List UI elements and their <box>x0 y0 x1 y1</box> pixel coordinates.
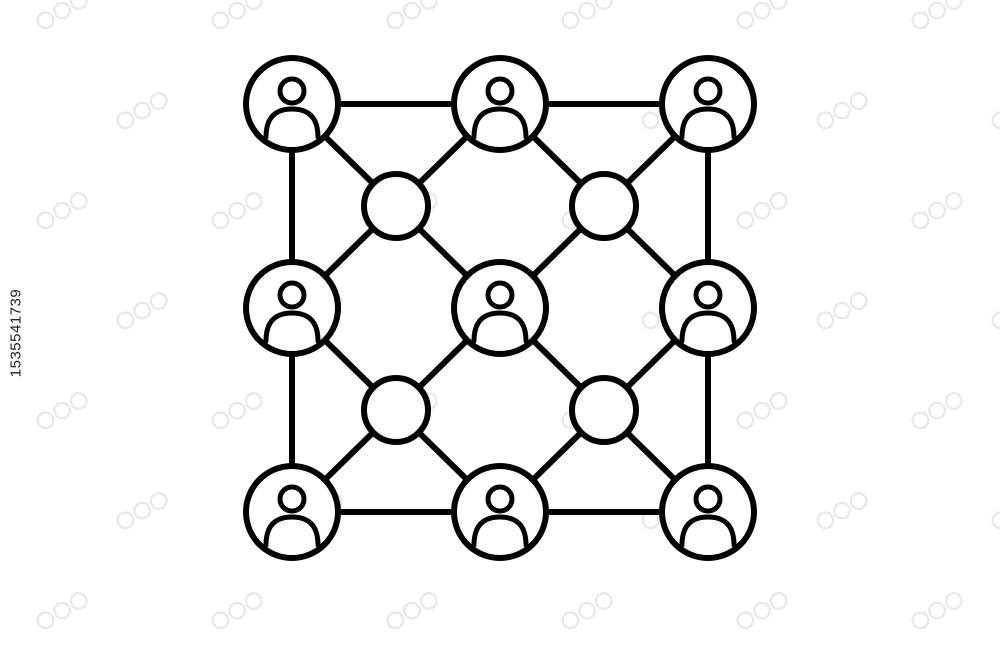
watermark-mark: ○○○ <box>31 0 93 35</box>
watermark-mark: ○○○ <box>731 0 793 35</box>
avatar-body <box>263 514 321 548</box>
user-avatar-icon <box>243 259 341 357</box>
user-avatar-icon <box>243 55 341 153</box>
user-avatar-icon <box>451 259 549 357</box>
watermark-mark: ○○○ <box>731 185 793 235</box>
watermark-mark: ○○○ <box>906 585 968 635</box>
avatar-body <box>471 310 529 344</box>
watermark-mark: ○○○ <box>31 585 93 635</box>
watermark-mark: ○○○ <box>206 0 268 35</box>
user-avatar-icon <box>659 463 757 561</box>
watermark-mark: ○○○ <box>111 485 173 535</box>
watermark-mark: ○○○ <box>906 0 968 35</box>
avatar-head <box>693 484 723 514</box>
image-id-text: 1535541739 <box>7 288 25 378</box>
person-nodes <box>243 55 757 561</box>
avatar-head <box>693 76 723 106</box>
user-avatar-icon <box>451 463 549 561</box>
watermark-mark: ○○○ <box>986 285 1000 335</box>
avatar-head <box>277 484 307 514</box>
watermark-mark: ○○○ <box>381 0 443 35</box>
avatar-body <box>471 514 529 548</box>
avatar-head <box>277 76 307 106</box>
watermark-mark: ○○○ <box>986 85 1000 135</box>
avatar-body <box>471 106 529 140</box>
avatar-body <box>263 310 321 344</box>
watermark-mark: ○○○ <box>381 585 443 635</box>
watermark-mark: ○○○ <box>731 385 793 435</box>
watermark-mark: ○○○ <box>811 485 873 535</box>
watermark-mark: ○○○ <box>556 0 618 35</box>
avatar-head <box>485 76 515 106</box>
watermark-mark: ○○○ <box>811 85 873 135</box>
hub-node-icon <box>361 375 431 445</box>
watermark-mark: ○○○ <box>906 185 968 235</box>
watermark-mark: ○○○ <box>731 585 793 635</box>
watermark-mark: ○○○ <box>111 285 173 335</box>
avatar-head <box>693 280 723 310</box>
avatar-head <box>485 280 515 310</box>
avatar-body <box>263 106 321 140</box>
avatar-head <box>485 484 515 514</box>
watermark-mark: ○○○ <box>31 185 93 235</box>
watermark-mark: ○○○ <box>206 185 268 235</box>
watermark-mark: ○○○ <box>206 585 268 635</box>
watermark-mark: ○○○ <box>906 385 968 435</box>
user-avatar-icon <box>659 259 757 357</box>
avatar-body <box>679 310 737 344</box>
avatar-body <box>679 514 737 548</box>
user-avatar-icon <box>243 463 341 561</box>
user-avatar-icon <box>659 55 757 153</box>
user-avatar-icon <box>451 55 549 153</box>
watermark-mark: ○○○ <box>206 385 268 435</box>
watermark-mark: ○○○ <box>811 285 873 335</box>
avatar-head <box>277 280 307 310</box>
watermark-mark: ○○○ <box>986 485 1000 535</box>
hub-nodes <box>361 171 639 445</box>
avatar-body <box>679 106 737 140</box>
image-id-label: 1535541739 <box>8 289 25 377</box>
watermark-mark: ○○○ <box>556 585 618 635</box>
watermark-mark: ○○○ <box>31 385 93 435</box>
hub-node-icon <box>569 375 639 445</box>
watermark-mark: ○○○ <box>111 85 173 135</box>
hub-node-icon <box>569 171 639 241</box>
hub-node-icon <box>361 171 431 241</box>
